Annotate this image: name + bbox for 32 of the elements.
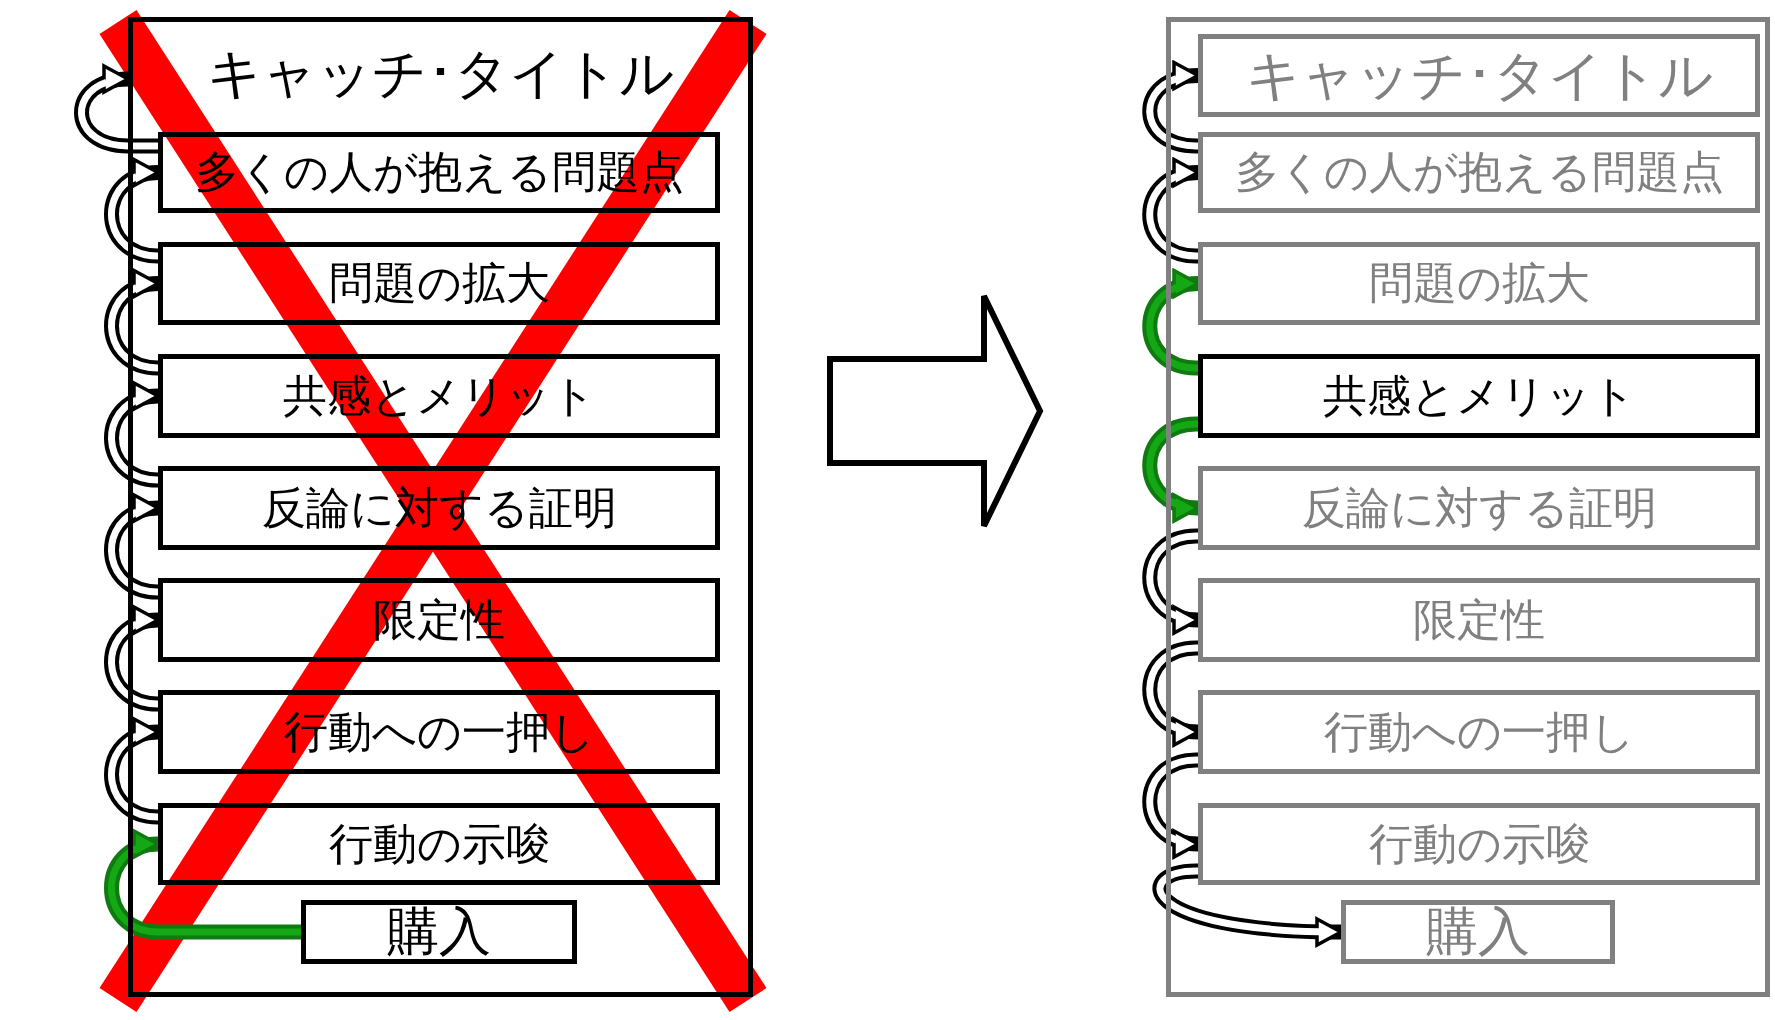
step-label: 共感とメリット: [1322, 371, 1636, 421]
step-box: [158, 578, 720, 662]
step-label: 多くの人が抱える問題点: [1234, 148, 1724, 197]
step-label: キャッチ･タイトル: [1245, 45, 1713, 106]
step-box: [158, 354, 720, 438]
step-box: [158, 466, 720, 550]
step-box: [1198, 354, 1760, 438]
step-box: [158, 803, 720, 885]
step-box: [1198, 690, 1760, 774]
step-label: 問題の拡大: [328, 259, 550, 308]
step-box: [1198, 803, 1760, 885]
step-label: 購入: [1426, 903, 1530, 961]
panel-heading: キャッチ･タイトル: [207, 44, 674, 104]
step-box: [1198, 132, 1760, 213]
step-label: 行動の示唆: [328, 819, 550, 869]
step-box: [1198, 466, 1760, 550]
step-box: [301, 900, 577, 964]
step-box: [158, 132, 720, 213]
step-box: [1198, 34, 1760, 117]
step-label: 購入: [387, 903, 491, 961]
step-box: [158, 690, 720, 774]
step-box: [158, 242, 720, 325]
block-arrow: [827, 293, 1044, 529]
step-label: 反論に対する証明: [1301, 483, 1657, 533]
step-label: 問題の拡大: [1368, 259, 1590, 308]
panel-frame: [1166, 17, 1770, 997]
step-label: 行動への一押し: [1323, 707, 1635, 757]
step-box: [1341, 900, 1615, 964]
step-label: 限定性: [1413, 595, 1545, 645]
step-box: [1198, 578, 1760, 662]
step-label: 行動の示唆: [1368, 819, 1590, 869]
step-box: [1198, 242, 1760, 325]
